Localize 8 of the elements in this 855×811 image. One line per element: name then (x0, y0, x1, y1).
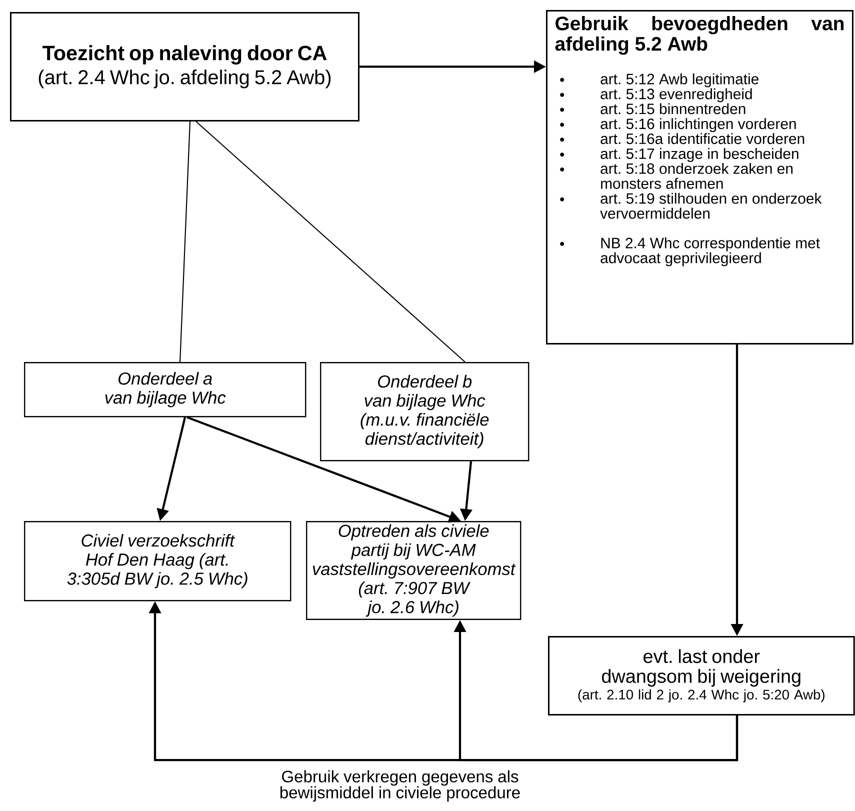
category-box: Onderdeel a van bijlage Whc (24, 362, 306, 418)
note-text: Gebruik verkregen gegevens als bewijsmiddel in civiele procedure (280, 770, 520, 802)
procedure-box: Civiel verzoekschrift Hof Den Haag (art. 3:305d BW jo. 2.5 Whc) (24, 521, 292, 602)
procedure-box: Optreden als civiele partij bij WC-AM vaststellingsovereenkomst (art. 7:907 BW jo. 2.6 Whc) (306, 521, 522, 620)
list-box: Gebruik bevoegdheden van afdeling 5.2 Awb art. 5:12 Awb legitimatie art. 5:13 evenredigheid art. 5:15 binnentreden art. 5:16 inlichtingen vorderen art. 5:16a identificatie vorderen art. 5:17 inzage in bescheiden art. 5:18 onderzoek zaken en monsters afnemen art. 5:19 stilhouden en onderzoek vervoermiddelen NB 2.4 Whc correspondentie met advocaat geprivilegieerd (546, 10, 854, 344)
process-box: evt. last onder dwangsom bij weigering (art. 2.10 lid 2 jo. 2.4 Whc jo. 5:20 Awb) (548, 636, 855, 716)
category-box: Onderdeel b van bijlage Whc (m.u.v. financiële dienst/activiteit) (320, 362, 530, 462)
process-box: Toezicht op naleving door CA (art. 2.4 Whc jo. afdeling 5.2 Awb) (10, 12, 360, 122)
